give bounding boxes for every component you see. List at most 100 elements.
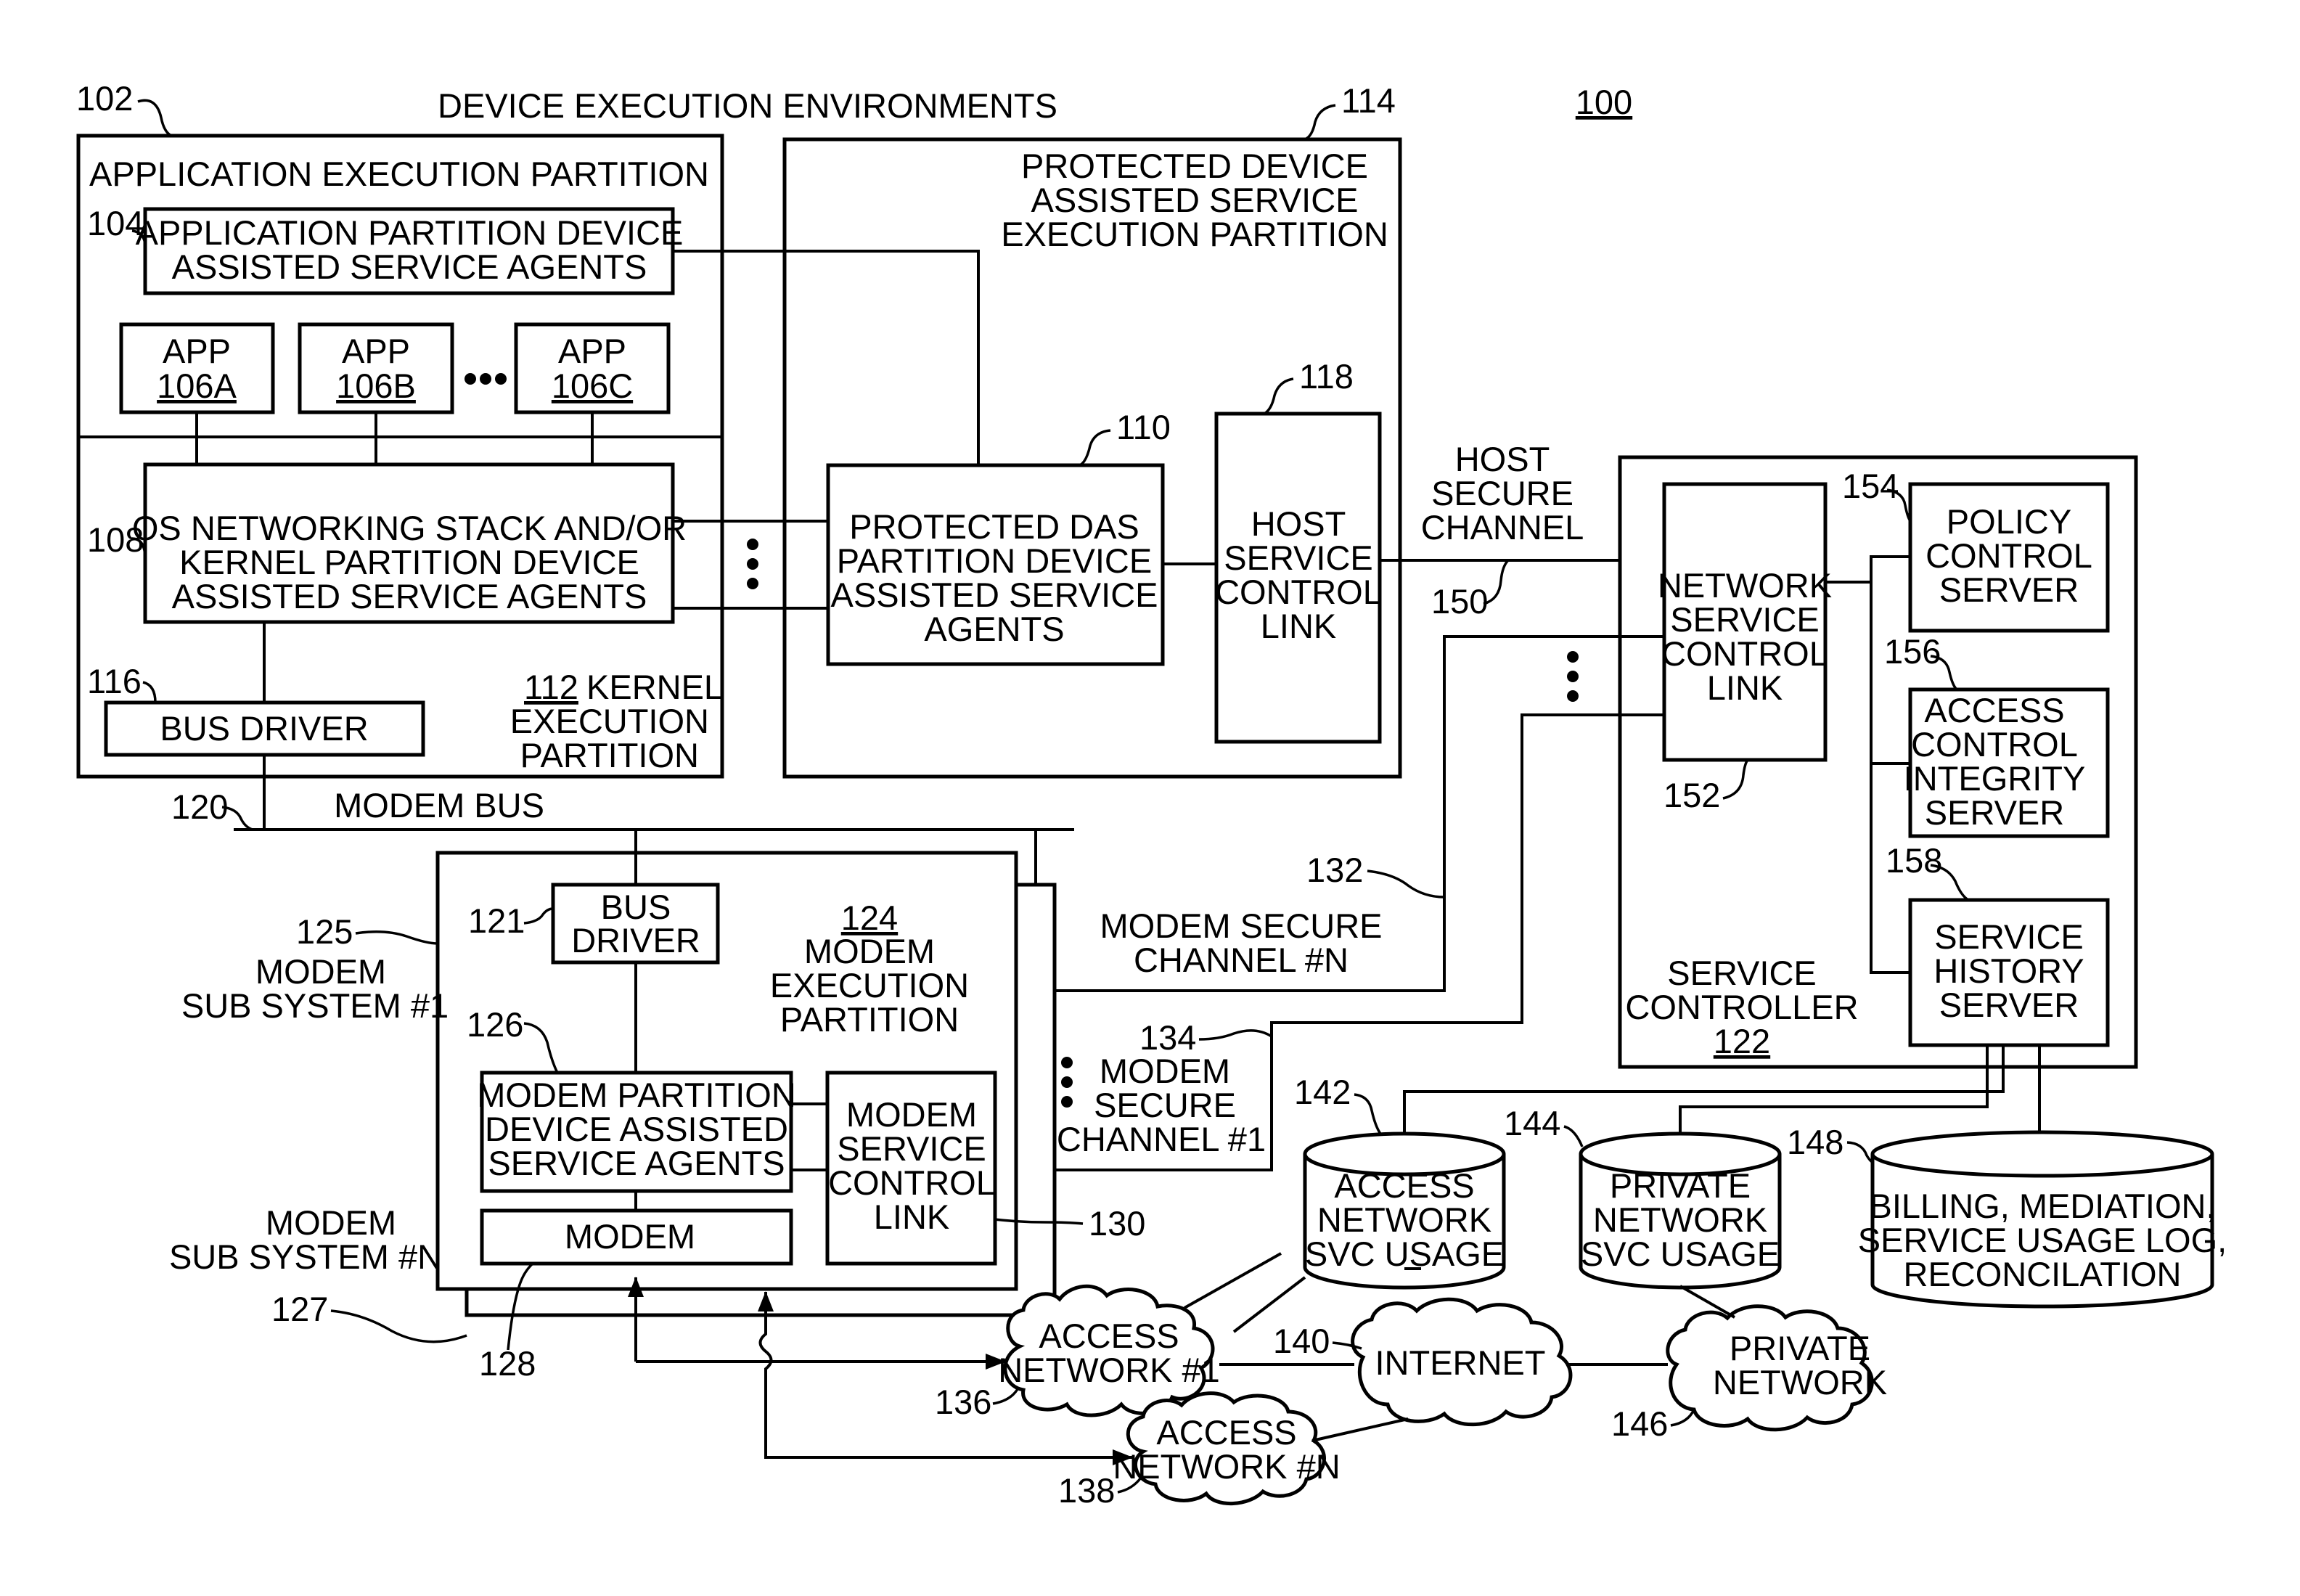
access-line1: ACCESS — [1924, 691, 2064, 729]
host-channel-line1: HOST — [1455, 440, 1550, 478]
os-stack-line3: ASSISTED SERVICE AGENTS — [172, 577, 647, 615]
das-agents-line4: AGENTS — [924, 610, 1064, 648]
modem-channel-n-ref: 132 — [1306, 851, 1363, 889]
access-network-1-ref: 136 — [935, 1383, 991, 1421]
modem-channel-1-line2: SECURE — [1094, 1086, 1236, 1124]
service-controller: SERVICE CONTROLLER 122 NETWORK SERVICE C… — [1620, 457, 2136, 1067]
policy-server-ref: 154 — [1842, 467, 1899, 505]
modem-channel-1-line3: CHANNEL #1 — [1057, 1120, 1266, 1158]
access-network-n-line2: NETWORK #N — [1113, 1447, 1340, 1486]
access-network-usage-db: ACCESS NETWORK SVC USAGE 142 — [1294, 1073, 1504, 1288]
modem-agents-ref: 126 — [467, 1005, 523, 1044]
app-106c-ref: 106C — [552, 367, 633, 405]
modem-execution-line2: EXECUTION — [770, 966, 969, 1004]
access-usage-line1: ACCESS — [1334, 1166, 1474, 1205]
private-network-cloud: PRIVATE NETWORK 146 — [1611, 1306, 1887, 1443]
modem-secure-channel-1: 134 MODEM SECURE CHANNEL #1 — [1057, 1018, 1272, 1158]
modem-channel-n-line1: MODEM SECURE — [1100, 907, 1382, 945]
billing-line1: BILLING, MEDIATION, — [1869, 1187, 2215, 1225]
control-link-line2: SERVICE — [837, 1129, 986, 1168]
private-usage-line3: SVC USAGE — [1581, 1235, 1780, 1273]
private-network-line1: PRIVATE — [1730, 1329, 1870, 1367]
private-usage-line2: NETWORK — [1593, 1200, 1767, 1239]
modem-subsystem-n-line2: SUB SYSTEM #N — [169, 1237, 442, 1276]
internet-label: INTERNET — [1375, 1343, 1546, 1382]
modem-execution-line3: PARTITION — [780, 1000, 959, 1039]
application-execution-partition: 102 APPLICATION EXECUTION PARTITION 104 … — [76, 79, 723, 777]
modem-subsystem-n-line1: MODEM — [266, 1203, 396, 1242]
network-link-line2: SERVICE — [1670, 600, 1820, 639]
bus-driver-ref: 116 — [87, 662, 142, 700]
host-channel-line2: SECURE — [1431, 474, 1573, 512]
private-network-usage-db: PRIVATE NETWORK SVC USAGE 144 — [1504, 1104, 1780, 1288]
das-agents-line2: PARTITION DEVICE — [837, 541, 1152, 580]
access-network-n-line1: ACCESS — [1156, 1413, 1296, 1452]
service-controller-line1: SERVICE — [1667, 954, 1817, 992]
app-106a-label: APP — [163, 332, 231, 370]
modem-channel-n-line2: CHANNEL #N — [1134, 941, 1349, 979]
private-usage-line1: PRIVATE — [1610, 1166, 1751, 1205]
service-controller-line2: CONTROLLER — [1625, 988, 1858, 1026]
app-106a-ref: 106A — [157, 367, 237, 405]
access-line3: INTEGRITY — [1904, 759, 2086, 798]
figure-number: 100 — [1576, 83, 1632, 121]
policy-line2: CONTROL — [1925, 536, 2092, 575]
modem-label: MODEM — [565, 1217, 695, 1256]
host-secure-channel: HOST SECURE CHANNEL 150 — [1421, 440, 1584, 621]
billing-ref: 148 — [1787, 1123, 1843, 1161]
control-link-line3: CONTROL — [828, 1163, 995, 1202]
kernel-ref: 112 — [524, 668, 578, 706]
app-partition-title: APPLICATION EXECUTION PARTITION — [89, 155, 709, 193]
modem-ref: 128 — [479, 1344, 536, 1383]
app-106c-label: APP — [558, 332, 626, 370]
host-channel-ref: 150 — [1431, 582, 1488, 621]
history-server-ref: 158 — [1886, 841, 1942, 880]
protected-partition-ref: 114 — [1341, 81, 1396, 120]
modem-subsystem-1-line1: MODEM — [255, 952, 386, 991]
modem-bus-ref: 120 — [171, 787, 228, 826]
modem-execution-line1: MODEM — [804, 932, 935, 970]
host-link-ref: 118 — [1299, 357, 1354, 396]
protected-line1: PROTECTED DEVICE — [1021, 147, 1368, 185]
history-line1: SERVICE — [1934, 917, 2084, 956]
app-partition-ref: 102 — [76, 79, 133, 118]
ellipsis-dots-apps — [464, 373, 507, 385]
modem-bus-label: MODEM BUS — [334, 786, 544, 824]
host-link-line4: LINK — [1261, 607, 1337, 645]
access-network-n-ref: 138 — [1058, 1471, 1115, 1510]
access-line2: CONTROL — [1911, 725, 2078, 764]
protected-execution-partition: 114 PROTECTED DEVICE ASSISTED SERVICE EX… — [785, 81, 1400, 777]
modem-agents-line1: MODEM PARTITION — [477, 1076, 796, 1114]
app-106b: APP 106B — [300, 324, 452, 412]
control-link-line1: MODEM — [846, 1095, 977, 1134]
access-line4: SERVER — [1925, 793, 2064, 832]
modem-subsystem-n-ref: 127 — [271, 1290, 328, 1328]
figure-title: DEVICE EXECUTION ENVIRONMENTS — [438, 86, 1057, 125]
host-link-line1: HOST — [1251, 504, 1346, 543]
billing-db: BILLING, MEDIATION, SERVICE USAGE LOG, R… — [1787, 1123, 2227, 1306]
kernel-line3: PARTITION — [520, 736, 699, 774]
modem-agents-line3: SERVICE AGENTS — [488, 1144, 785, 1182]
network-link-line4: LINK — [1707, 668, 1783, 707]
modem-bus-driver-line2: DRIVER — [571, 921, 700, 959]
ellipsis-dots-modem-channels — [1061, 1057, 1073, 1108]
control-link-line4: LINK — [874, 1198, 950, 1236]
service-controller-ref: 122 — [1714, 1022, 1770, 1060]
das-agents-ref: 110 — [1116, 408, 1171, 446]
das-agents-line3: ASSISTED SERVICE — [831, 576, 1158, 614]
app-106a: APP 106A — [121, 324, 273, 412]
kernel-line2: EXECUTION — [510, 702, 709, 740]
private-network-line2: NETWORK — [1713, 1363, 1887, 1401]
host-link-line2: SERVICE — [1224, 539, 1373, 577]
kernel-line1: KERNEL — [586, 668, 723, 706]
access-network-1-line2: NETWORK #1 — [998, 1351, 1220, 1389]
access-server-ref: 156 — [1884, 632, 1941, 671]
network-link-line3: CONTROL — [1661, 634, 1828, 673]
os-stack-line2: KERNEL PARTITION DEVICE — [179, 543, 639, 581]
protected-line3: EXECUTION PARTITION — [1001, 215, 1388, 253]
bus-driver-label: BUS DRIVER — [160, 709, 368, 748]
internet-ref: 140 — [1273, 1322, 1330, 1360]
ellipsis-dots-channels — [1567, 651, 1579, 702]
modem-subsystem: 125 MODEM SUB SYSTEM #1 MODEM SUB SYSTEM… — [169, 830, 1145, 1383]
